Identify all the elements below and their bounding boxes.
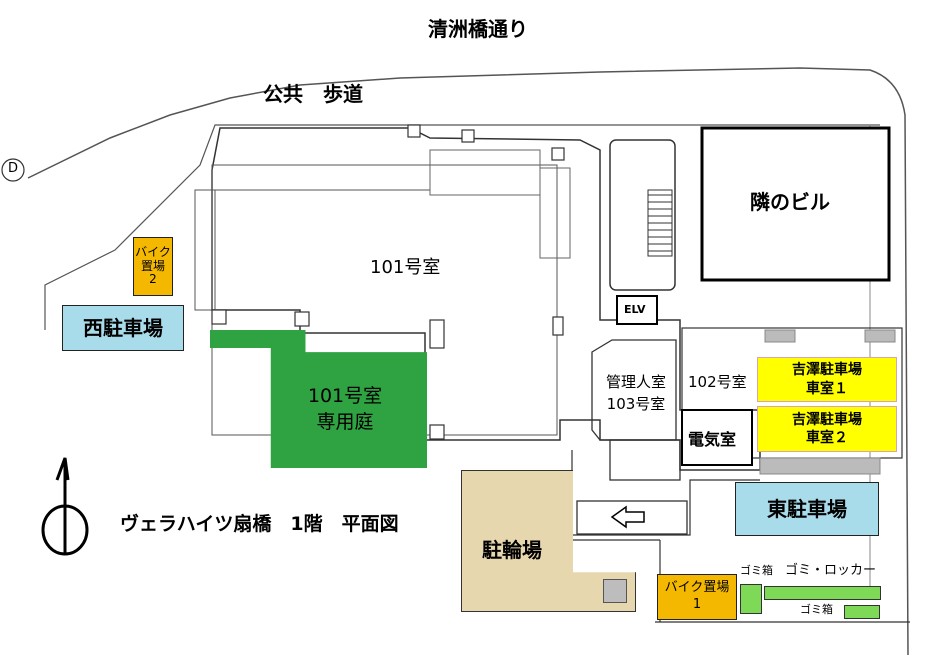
east-parking-label: 東駐車場	[767, 496, 847, 521]
trash-box-2-label: ゴミ箱	[800, 603, 833, 616]
sidewalk-boundary	[27, 67, 909, 656]
bicycle-parking-label: 駐輪場	[482, 538, 542, 562]
electric-room-box	[681, 409, 753, 466]
east-parking-area: 東駐車場	[735, 482, 879, 536]
compass-mark-label: D	[8, 161, 19, 176]
manager-room-line1: 管理人室	[605, 372, 666, 391]
elevator-label: ELV	[624, 303, 646, 316]
room-102-label: 102号室	[688, 373, 747, 391]
garden-label: 101号室 専用庭	[270, 380, 420, 440]
trash-locker-bar	[764, 586, 881, 600]
bicycle-parking-fixture	[603, 579, 627, 603]
bike-parking-2-line1: バイク	[135, 244, 171, 259]
yoshizawa-garage-2-line1: 吉澤駐車場	[792, 411, 862, 428]
west-parking-label: 西駐車場	[83, 315, 163, 340]
manager-room-line2: 103号室	[606, 395, 666, 413]
yoshizawa-garage-1-area: 吉澤駐車場 車室１	[757, 357, 897, 402]
yoshizawa-garage-2-area: 吉澤駐車場 車室２	[757, 406, 897, 452]
trash-box-1-label: ゴミ箱	[740, 564, 773, 577]
trash-box-2-bar	[844, 605, 880, 619]
arrow-frame	[576, 500, 688, 535]
compass-mark-circle	[1, 158, 25, 182]
bike-parking-2-line3: 2	[149, 272, 157, 287]
bike-parking-1-area: バイク置場 1	[657, 574, 737, 620]
bike-parking-1-line1: バイク置場	[664, 580, 730, 596]
north-arrow-icon	[41, 457, 89, 556]
neighbor-building-outline	[700, 126, 891, 282]
garden-line2: 専用庭	[316, 411, 374, 433]
bike-parking-2-area: バイク 置場 2	[133, 237, 173, 296]
manager-room-label: 管理人室 103号室	[594, 368, 678, 418]
trash-box-1-bar	[740, 584, 762, 614]
yoshizawa-garage-1-line1: 吉澤駐車場	[792, 362, 862, 379]
west-parking-area: 西駐車場	[62, 305, 184, 351]
garden-line1: 101号室	[307, 385, 383, 408]
plan-title-label: ヴェラハイツ扇橋 1階 平面図	[120, 513, 399, 535]
elevator-box	[616, 295, 658, 325]
neighbor-building-label: 隣のビル	[750, 190, 830, 214]
sidewalk-label: 公共 歩道	[263, 82, 363, 106]
street-name-label: 清洲橋通り	[428, 17, 528, 41]
trash-locker-label: ゴミ・ロッカー	[785, 563, 877, 578]
parking-strip	[759, 457, 881, 475]
room-101-label: 101号室	[370, 257, 441, 278]
bike-parking-1-line2: 1	[692, 597, 702, 612]
yoshizawa-garage-1-line2: 車室１	[806, 380, 848, 397]
yoshizawa-garage-2-line2: 車室２	[806, 430, 848, 446]
lot-boundary	[44, 124, 880, 330]
electric-room-label: 電気室	[688, 430, 737, 449]
bike-parking-2-line2: 置場	[140, 258, 165, 273]
stair-block	[609, 139, 676, 291]
direction-arrow-icon	[610, 505, 645, 529]
